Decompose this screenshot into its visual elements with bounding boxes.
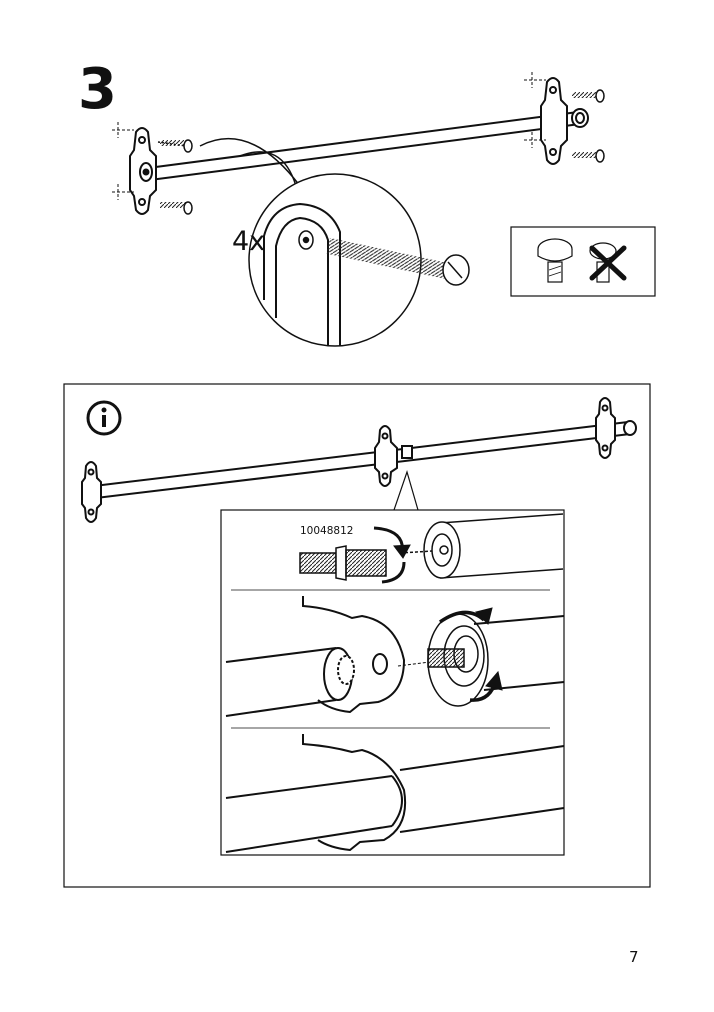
rotate-arrow-icon-2 — [439, 607, 503, 702]
screw-right-bottom — [572, 149, 605, 163]
info-panel-frame — [63, 383, 651, 888]
page-number: 7 — [629, 948, 639, 966]
screw-left-bottom — [160, 201, 193, 215]
left-dash-marks — [112, 122, 134, 200]
info-icon — [86, 400, 122, 436]
rod-assembly-info — [81, 397, 637, 523]
screw-right-top — [572, 89, 605, 103]
connector-pin — [299, 545, 387, 581]
magnifier-detail — [199, 138, 470, 347]
rod-end — [399, 513, 564, 579]
part-number-label: 10048812 — [300, 525, 354, 537]
screw-left-top — [157, 139, 193, 153]
screw-count-label: 4x — [232, 226, 266, 257]
assembled-bracket — [225, 734, 565, 853]
nut-and-washer — [427, 613, 565, 707]
rotate-arrow-icon — [373, 526, 411, 584]
right-bracket — [540, 77, 568, 165]
left-bracket — [129, 127, 157, 215]
screw-type-box — [510, 226, 656, 297]
screw-head-correct — [537, 238, 573, 283]
right-dash-marks — [524, 72, 546, 148]
bracket-with-rod — [225, 596, 431, 717]
rod-assembly-top — [147, 108, 589, 181]
cross-icon — [589, 245, 627, 281]
step-number: 3 — [78, 57, 117, 122]
